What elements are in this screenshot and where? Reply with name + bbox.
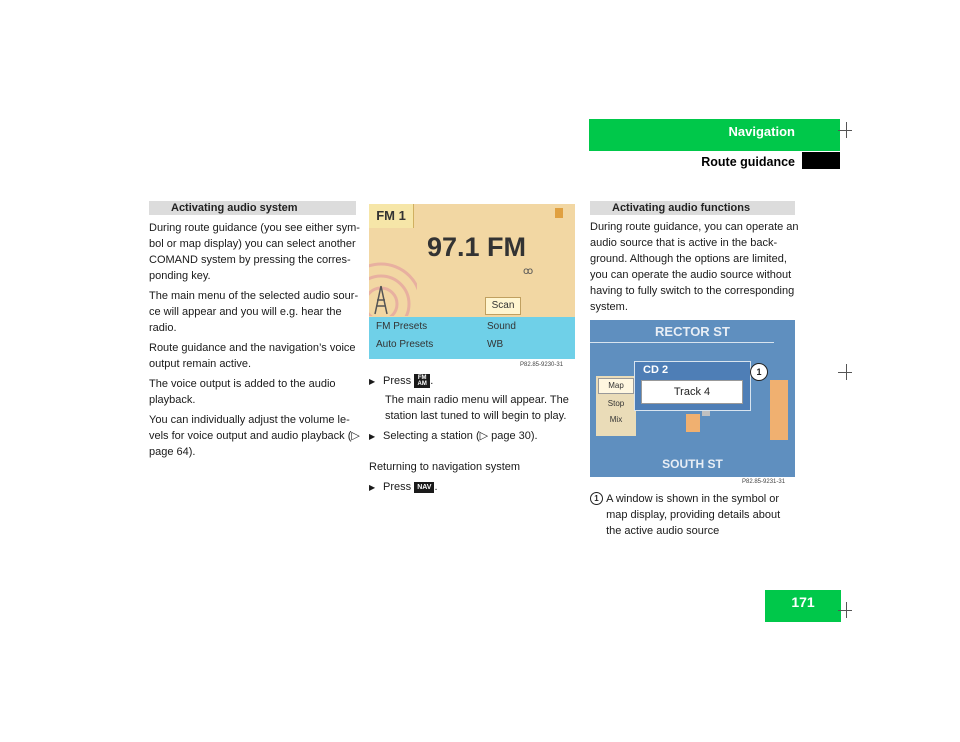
fmam-key-icon: FM AM (414, 374, 431, 389)
auto-presets-button[interactable]: Auto Presets (376, 339, 434, 350)
track-display: Track 4 (641, 380, 743, 404)
map-road (770, 380, 788, 440)
street-bottom: SOUTH ST (662, 457, 723, 471)
bullet-arrow-icon: ▶ (369, 483, 376, 492)
figure-caption: P82.85-9230-31 (520, 362, 564, 368)
menu-item-mix[interactable]: Mix (609, 415, 623, 424)
divider (590, 342, 774, 343)
paragraph: During route guidance, you can operate a… (590, 221, 799, 313)
paragraph: The main menu of the selected audio sour… (149, 290, 359, 334)
callout-badge: 1 (750, 363, 768, 381)
radio-screen: FM 1 97.1 FM ꝏ Scan FM Presets Sound Aut… (369, 204, 575, 359)
stereo-icon: ꝏ (523, 266, 534, 277)
step-text: Selecting a station (▷ page 30). (383, 430, 538, 442)
band-label: FM 1 (369, 204, 414, 228)
header-bar (589, 119, 840, 151)
paragraph: During route guidance (you see either sy… (149, 222, 360, 282)
figure-caption: P82.85-9231-31 (742, 479, 786, 485)
step-text: Press (383, 481, 412, 493)
callout-description: 1 A window is shown in the symbol or map… (590, 491, 795, 539)
left-text: During route guidance (you see either sy… (149, 220, 364, 464)
paragraph: The voice output is added to the audio p… (149, 378, 336, 406)
paragraph: Route guidance and the navigation’s voic… (149, 342, 356, 370)
chapter-title: Navigation (728, 124, 795, 139)
header-tab (802, 152, 840, 169)
map-road (686, 414, 700, 432)
audio-source-window: CD 2 Track 4 (634, 361, 751, 411)
audio-source-label: CD 2 (643, 364, 669, 376)
crop-mark (838, 130, 852, 131)
signal-icon (555, 208, 563, 218)
crop-mark (846, 364, 847, 380)
menu-item-stop[interactable]: Stop (607, 399, 625, 408)
step-press-nav: ▶Press NAV. (369, 479, 438, 496)
step-detail: The main radio menu will appear. The sta… (385, 394, 569, 422)
wb-button[interactable]: WB (487, 339, 504, 350)
crop-mark (838, 610, 852, 611)
right-text: During route guidance, you can operate a… (590, 219, 800, 319)
returning-heading: Returning to navigation system (369, 461, 521, 473)
callout-number-icon: 1 (590, 492, 603, 505)
page-number: 171 (765, 590, 841, 622)
audio-menu: Map Stop Mix (596, 376, 636, 436)
section-header-audio-system: Activating audio system (149, 201, 356, 215)
crop-mark (846, 122, 847, 138)
paragraph: You can individually adjust the volume l… (149, 414, 360, 458)
section-header-audio-functions: Activating audio functions (590, 201, 795, 215)
step-select-station: ▶ Selecting a station (▷ page 30). (369, 428, 538, 445)
map-road (702, 408, 710, 416)
radio-softkeys: FM Presets Sound Auto Presets WB (369, 317, 575, 359)
menu-item-map[interactable]: Map (598, 378, 634, 394)
bullet-arrow-icon: ▶ (369, 377, 376, 386)
crop-mark (838, 372, 852, 373)
nav-key-icon: NAV (414, 481, 435, 493)
fm-presets-button[interactable]: FM Presets (376, 321, 428, 332)
step-press-fmam: ▶Press FM AM. (369, 373, 433, 390)
map-screen: RECTOR ST Map Stop Mix CD 2 Track 4 1 SO… (590, 320, 795, 477)
crop-mark (846, 602, 847, 618)
sound-button[interactable]: Sound (487, 321, 516, 332)
step-text: Press (383, 375, 412, 387)
bullet-arrow-icon: ▶ (369, 432, 376, 441)
frequency-display: 97.1 FM (427, 232, 527, 262)
scan-button[interactable]: Scan (485, 297, 521, 315)
street-top: RECTOR ST (655, 324, 730, 339)
section-subtitle: Route guidance (701, 155, 795, 169)
antenna-icon (369, 262, 417, 316)
callout-text: A window is shown in the symbol or map d… (606, 493, 781, 537)
